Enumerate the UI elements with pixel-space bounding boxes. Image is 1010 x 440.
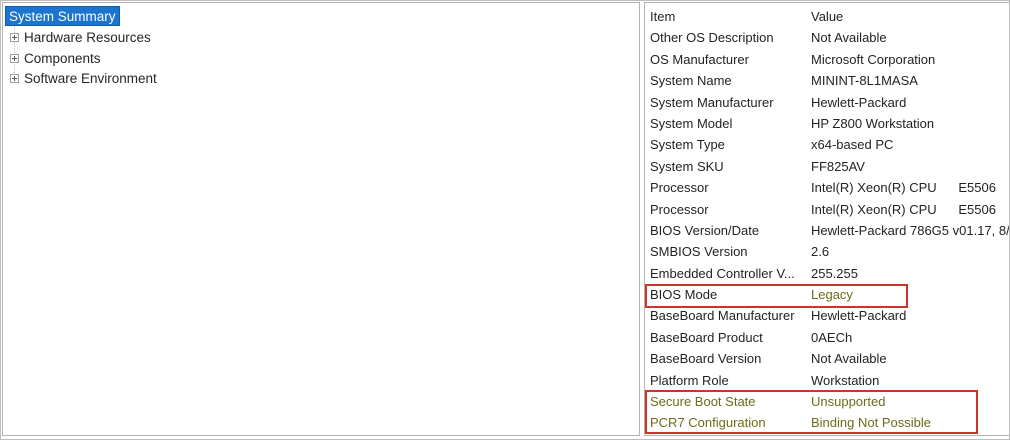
details-panel: Item Value Other OS Description Not Avai… — [644, 2, 1009, 436]
item-cell: System Type — [650, 137, 725, 153]
expand-plus-icon[interactable] — [10, 33, 19, 42]
item-cell: BIOS Version/Date — [650, 222, 760, 238]
column-header-row: Item Value — [645, 6, 1009, 27]
table-row[interactable]: BaseBoard Manufacturer Hewlett-Packard — [645, 305, 1009, 326]
item-cell: BaseBoard Manufacturer — [650, 308, 795, 324]
item-cell: Other OS Description — [650, 30, 774, 46]
value-cell: Unsupported — [811, 394, 886, 410]
table-row[interactable]: Other OS Description Not Available — [645, 27, 1009, 48]
item-cell: Secure Boot State — [650, 394, 756, 410]
item-cell: Processor — [650, 180, 709, 196]
table-row[interactable]: System Manufacturer Hewlett-Packard — [645, 92, 1009, 113]
table-row[interactable]: Processor Intel(R) Xeon(R) CPU E5506 — [645, 199, 1009, 220]
value-cell: Hewlett-Packard — [811, 94, 907, 110]
item-cell: BaseBoard Version — [650, 351, 762, 367]
table-row[interactable]: Processor Intel(R) Xeon(R) CPU E5506 — [645, 177, 1009, 198]
value-column-header[interactable]: Value — [811, 9, 844, 24]
item-cell: System Model — [650, 115, 733, 131]
expand-plus-icon[interactable] — [10, 74, 19, 83]
value-cell: 2.6 — [811, 244, 830, 260]
table-row[interactable]: System SKU FF825AV — [645, 156, 1009, 177]
table-row[interactable]: BaseBoard Version Not Available — [645, 348, 1009, 369]
table-row[interactable]: BIOS Version/Date Hewlett-Packard 786G5 … — [645, 220, 1009, 241]
item-cell: Embedded Controller V... — [650, 265, 795, 281]
value-cell: Not Available — [811, 30, 887, 46]
table-row-pcr7-configuration[interactable]: PCR7 Configuration Binding Not Possible — [645, 412, 1009, 433]
item-cell: PCR7 Configuration — [650, 415, 766, 431]
value-cell: HP Z800 Workstation — [811, 115, 935, 131]
table-row[interactable]: System Model HP Z800 Workstation — [645, 113, 1009, 134]
tree-item-label: Software Environment — [24, 71, 157, 86]
table-row[interactable]: Embedded Controller V... 255.255 — [645, 263, 1009, 284]
value-cell: 0AECh — [811, 329, 853, 345]
value-cell: Hewlett-Packard 786G5 v01.17, 8/ — [811, 222, 1009, 238]
table-row[interactable]: System Type x64-based PC — [645, 134, 1009, 155]
item-cell: System Manufacturer — [650, 94, 774, 110]
value-cell: x64-based PC — [811, 137, 894, 153]
item-cell: BaseBoard Product — [650, 329, 763, 345]
tree-item-label: Components — [24, 51, 101, 66]
value-cell: Legacy — [811, 287, 853, 303]
value-cell: Not Available — [811, 351, 887, 367]
tree-item-label: Hardware Resources — [24, 30, 151, 45]
value-cell: Intel(R) Xeon(R) CPU E5506 — [811, 201, 996, 217]
item-cell: Platform Role — [650, 372, 729, 388]
details-list: Item Value Other OS Description Not Avai… — [645, 6, 1009, 434]
category-tree-panel: System Summary Hardware Resources Compon… — [2, 2, 640, 436]
value-cell: 255.255 — [811, 265, 858, 281]
table-row-secure-boot-state[interactable]: Secure Boot State Unsupported — [645, 391, 1009, 412]
item-cell: System Name — [650, 73, 732, 89]
value-cell: MININT-8L1MASA — [811, 73, 918, 89]
item-column-header[interactable]: Item — [650, 9, 676, 24]
value-cell: Binding Not Possible — [811, 415, 931, 431]
table-row[interactable]: System Name MININT-8L1MASA — [645, 70, 1009, 91]
value-cell: Intel(R) Xeon(R) CPU E5506 — [811, 180, 996, 196]
table-row[interactable]: SMBIOS Version 2.6 — [645, 241, 1009, 262]
item-cell: SMBIOS Version — [650, 244, 748, 260]
value-cell: FF825AV — [811, 158, 865, 174]
value-cell: Microsoft Corporation — [811, 51, 936, 67]
tree-connector-line — [14, 26, 15, 79]
value-cell: Workstation — [811, 372, 880, 388]
table-row[interactable]: Platform Role Workstation — [645, 370, 1009, 391]
value-cell: Hewlett-Packard — [811, 308, 907, 324]
expand-plus-icon[interactable] — [10, 54, 19, 63]
table-row[interactable]: BaseBoard Product 0AECh — [645, 327, 1009, 348]
table-row[interactable]: OS Manufacturer Microsoft Corporation — [645, 49, 1009, 70]
item-cell: Processor — [650, 201, 709, 217]
item-cell: BIOS Mode — [650, 287, 718, 303]
item-cell: System SKU — [650, 158, 724, 174]
item-cell: OS Manufacturer — [650, 51, 749, 67]
tree-item-system-summary[interactable]: System Summary — [5, 6, 120, 26]
table-row-bios-mode[interactable]: BIOS Mode Legacy — [645, 284, 1009, 305]
